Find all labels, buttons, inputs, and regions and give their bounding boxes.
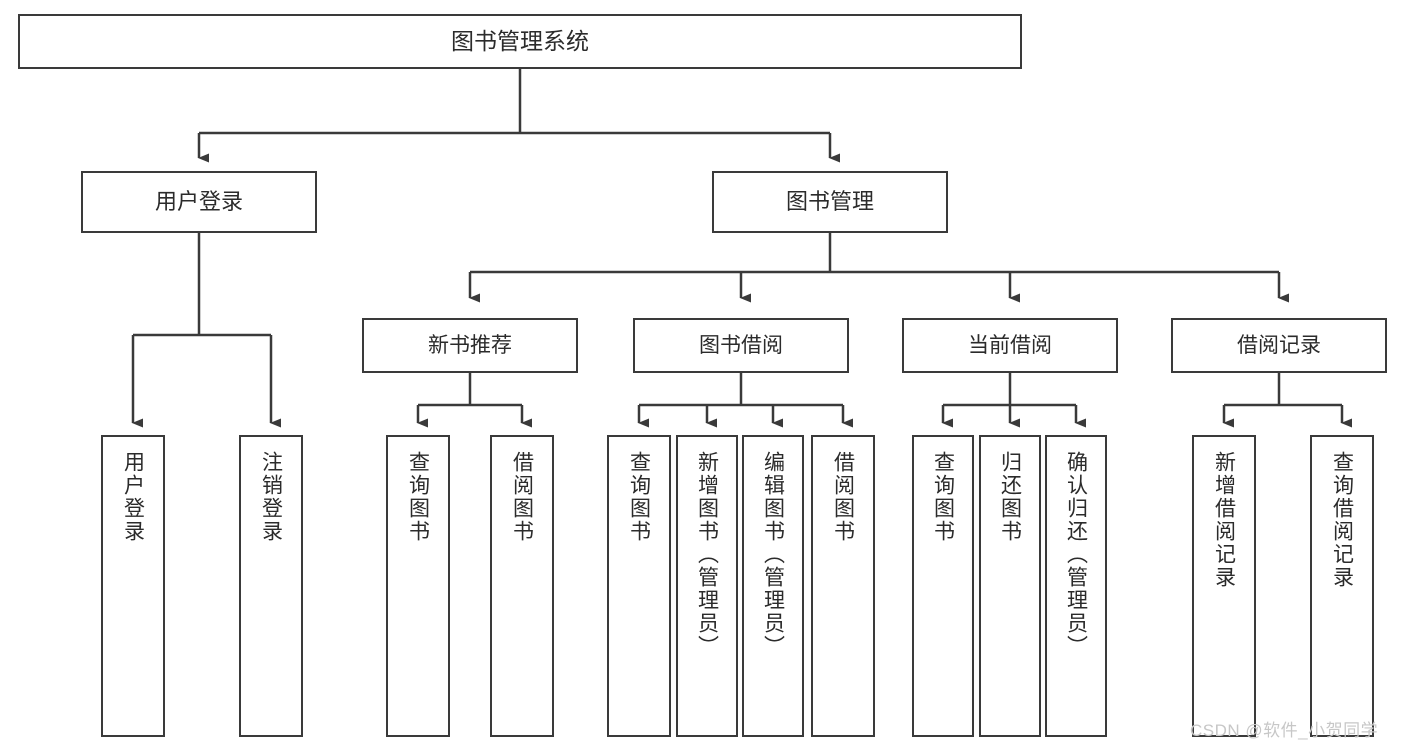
node-label: 用户登录 bbox=[121, 451, 145, 543]
node-label: 借阅图书 bbox=[510, 451, 534, 543]
node-label: 当前借阅 bbox=[968, 333, 1052, 357]
node-label: 新书推荐 bbox=[428, 333, 512, 357]
leaf-borrow-record-add-record[interactable]: 新增借阅记录 bbox=[1192, 435, 1256, 737]
node-label: 借阅图书 bbox=[831, 451, 855, 543]
leaf-new-book-borrow-book[interactable]: 借阅图书 bbox=[490, 435, 554, 737]
node-label: 图书管理系统 bbox=[451, 28, 589, 55]
node-book-borrow[interactable]: 图书借阅 bbox=[633, 318, 849, 373]
node-label: 查询图书 bbox=[931, 451, 955, 543]
leaf-user-login-login[interactable]: 用户登录 bbox=[101, 435, 165, 737]
leaf-current-borrow-return-book[interactable]: 归还图书 bbox=[979, 435, 1041, 737]
node-label: 查询借阅记录 bbox=[1330, 451, 1354, 589]
leaf-current-borrow-confirm-return-admin[interactable]: 确认归还（管理员） bbox=[1045, 435, 1107, 737]
node-label: 图书借阅 bbox=[699, 333, 783, 357]
node-label: 编辑图书（管理员） bbox=[761, 451, 785, 658]
node-label: 确认归还（管理员） bbox=[1064, 451, 1088, 658]
leaf-book-borrow-edit-book-admin[interactable]: 编辑图书（管理员） bbox=[742, 435, 804, 737]
node-user-login[interactable]: 用户登录 bbox=[81, 171, 317, 233]
node-borrow-record[interactable]: 借阅记录 bbox=[1171, 318, 1387, 373]
leaf-book-borrow-borrow-book[interactable]: 借阅图书 bbox=[811, 435, 875, 737]
leaf-user-login-logout[interactable]: 注销登录 bbox=[239, 435, 303, 737]
leaf-new-book-query-book[interactable]: 查询图书 bbox=[386, 435, 450, 737]
node-label: 注销登录 bbox=[259, 451, 283, 543]
node-root-book-management-system[interactable]: 图书管理系统 bbox=[18, 14, 1022, 69]
node-label: 归还图书 bbox=[998, 451, 1022, 543]
node-book-management[interactable]: 图书管理 bbox=[712, 171, 948, 233]
leaf-book-borrow-query-book[interactable]: 查询图书 bbox=[607, 435, 671, 737]
node-label: 用户登录 bbox=[154, 188, 243, 214]
leaf-book-borrow-add-book-admin[interactable]: 新增图书（管理员） bbox=[676, 435, 738, 737]
node-label: 新增借阅记录 bbox=[1212, 451, 1236, 589]
node-label: 查询图书 bbox=[627, 451, 651, 543]
leaf-borrow-record-query-record[interactable]: 查询借阅记录 bbox=[1310, 435, 1374, 737]
node-new-book-recommend[interactable]: 新书推荐 bbox=[362, 318, 578, 373]
leaf-current-borrow-query-book[interactable]: 查询图书 bbox=[912, 435, 974, 737]
node-label: 借阅记录 bbox=[1237, 333, 1321, 357]
node-label: 查询图书 bbox=[406, 451, 430, 543]
node-label: 图书管理 bbox=[785, 188, 874, 214]
node-label: 新增图书（管理员） bbox=[695, 451, 719, 658]
node-current-borrow[interactable]: 当前借阅 bbox=[902, 318, 1118, 373]
csdn-watermark: CSDN @软件_小贺同学 bbox=[1190, 721, 1379, 740]
